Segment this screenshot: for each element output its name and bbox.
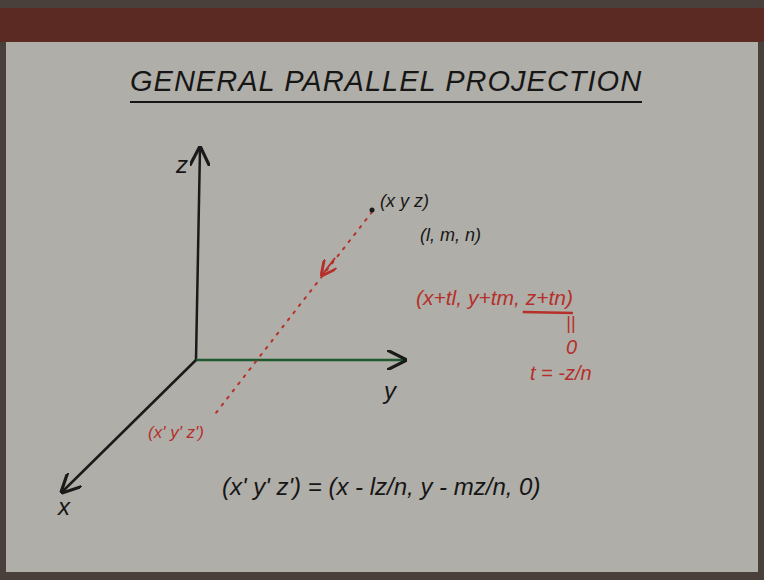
axis-label: z	[176, 152, 188, 178]
z-axis	[196, 148, 200, 360]
zero-value: 0	[566, 336, 577, 358]
axis-label: y	[384, 378, 396, 404]
board-surface	[6, 42, 758, 572]
point-marker	[370, 208, 375, 213]
y-axis	[196, 359, 405, 362]
underline	[523, 312, 573, 313]
ray-direction-arrow	[322, 258, 335, 275]
projection-ray	[212, 212, 372, 418]
title: GENERAL PARALLEL PROJECTION	[130, 66, 642, 103]
axis-label: x	[58, 494, 70, 520]
parameter-value: t = -z/n	[530, 362, 592, 384]
point-label: (x y z)	[380, 192, 429, 212]
ray-expression: (x+tl, y+tm, z+tn)	[416, 286, 573, 309]
direction-label: (l, m, n)	[420, 226, 481, 246]
board-top-band	[0, 8, 764, 42]
projected-point-label: (x' y' z')	[148, 424, 204, 443]
equals-mark: ||	[566, 314, 575, 334]
projection-equation: (x' y' z') = (x - lz/n, y - mz/n, 0)	[222, 474, 540, 500]
